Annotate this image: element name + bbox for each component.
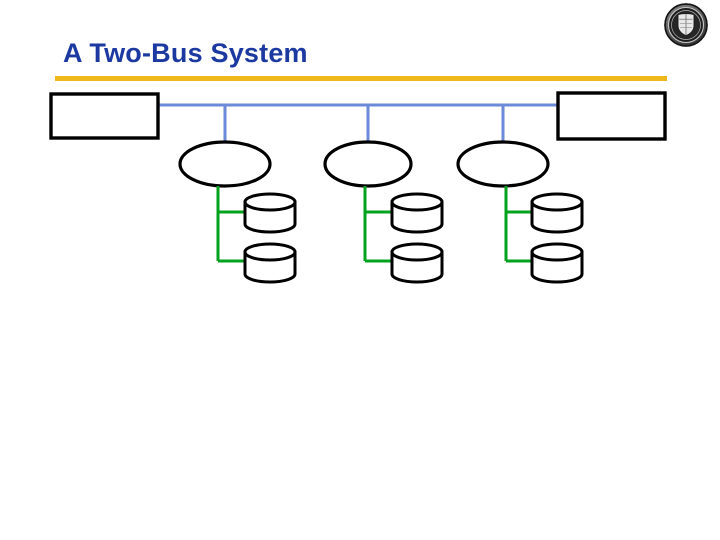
title-divider-rule	[55, 76, 667, 81]
bus-network-group	[158, 103, 558, 145]
database-cylinder-disk-1a[interactable]	[243, 192, 297, 234]
storage-link-group	[216, 186, 534, 263]
database-cylinder-disk-1b[interactable]	[243, 242, 297, 284]
database-cylinder-disk-3a[interactable]	[530, 192, 584, 234]
node-ellipse-2[interactable]	[323, 140, 413, 188]
node-ellipses-group	[178, 140, 550, 188]
node-ellipse-1[interactable]	[178, 140, 272, 188]
university-seal-icon	[663, 2, 709, 48]
database-cylinder-disk-2b[interactable]	[390, 242, 444, 284]
host-box-left[interactable]	[49, 92, 160, 140]
host-boxes-group	[49, 91, 667, 141]
host-box-right[interactable]	[556, 91, 667, 141]
storage-cylinders-group	[243, 192, 584, 284]
node-ellipse-3[interactable]	[456, 140, 550, 188]
page-title: A Two-Bus System	[63, 38, 308, 68]
database-cylinder-disk-2a[interactable]	[390, 192, 444, 234]
database-cylinder-disk-3b[interactable]	[530, 242, 584, 284]
